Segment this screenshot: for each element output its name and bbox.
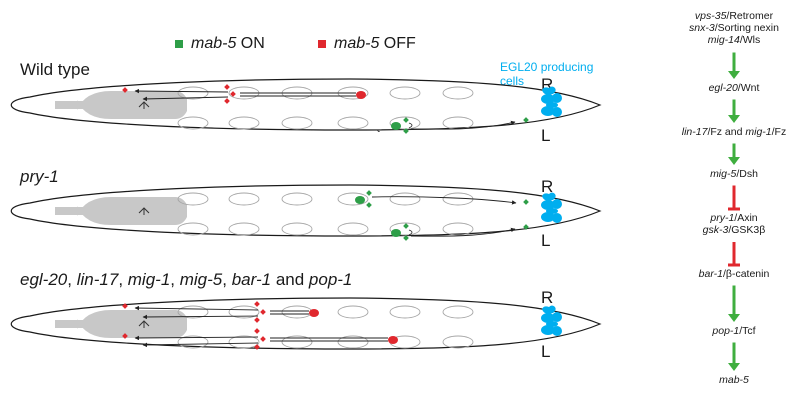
pathway-text: egl-20 xyxy=(708,82,738,94)
green-square-icon xyxy=(175,39,183,48)
red-square-icon xyxy=(318,39,326,48)
panel-title-part: lin-17 xyxy=(76,270,119,289)
egl20-label: EGL20 producing cells xyxy=(500,60,593,88)
pathway-text: mig-14 xyxy=(707,34,740,46)
panel-title-part: bar-1 xyxy=(231,270,272,289)
pathway-text: gsk-3 xyxy=(702,224,729,236)
worm-wild-type xyxy=(10,78,602,134)
pathway-text: /Retromer xyxy=(726,10,774,22)
pathway-line: egl-20/Wnt xyxy=(654,82,800,94)
panel-title-mutants: egl-20, lin-17, mig-1, mig-5, bar-1 and … xyxy=(20,270,352,290)
pathway-text: mig-1 xyxy=(745,126,772,138)
label-l-3: L xyxy=(541,342,551,361)
pathway-line: vps-35/Retromer xyxy=(654,10,800,22)
arrowhead-icon xyxy=(728,314,740,322)
panel-title-part: mig-1 xyxy=(127,270,171,289)
pathway-line: snx-3/Sorting nexin xyxy=(654,22,800,34)
pathway-line: mig-14/Wls xyxy=(654,34,800,46)
panel-title-pry-1: pry-1 xyxy=(20,167,59,186)
pathway-text: /Fz and xyxy=(707,126,746,138)
label-r-2: R xyxy=(541,177,554,196)
pathway-node: mig-5/Dsh xyxy=(654,168,800,180)
arrowhead-icon xyxy=(728,157,740,165)
legend-on-gene: mab-5 xyxy=(191,35,237,52)
worm-mutants xyxy=(10,297,602,350)
label-l-1: L xyxy=(541,126,551,145)
pathway-node: mab-5 xyxy=(654,374,800,386)
panel-title-part: , xyxy=(222,270,232,289)
egl20-label-line2: cells xyxy=(500,74,525,88)
label-r-3: R xyxy=(541,288,554,307)
panel-title-wild-type: Wild type xyxy=(20,60,90,79)
worm-pry-1 xyxy=(10,184,602,241)
pathway-node: bar-1/β-catenin xyxy=(654,268,800,280)
pathway-text: lin-17 xyxy=(681,126,708,138)
panel-title-part: mig-5 xyxy=(179,270,223,289)
pathway-line: pry-1/Axin xyxy=(654,212,800,224)
label-l-2: L xyxy=(541,231,551,250)
pathway-text: pry-1 xyxy=(710,212,735,224)
pathway-line: mig-5/Dsh xyxy=(654,168,800,180)
panel-title-part: and xyxy=(271,270,309,289)
pathway-text: /Axin xyxy=(734,212,758,224)
pathway-line: gsk-3/GSK3β xyxy=(654,224,800,236)
pathway-line: mab-5 xyxy=(654,374,800,386)
legend-off-state: OFF xyxy=(379,35,416,52)
panel-title-part: pop-1 xyxy=(308,270,353,289)
egl20-label-line1: EGL20 producing xyxy=(500,60,594,74)
pathway-text: pop-1 xyxy=(712,325,740,337)
pathway-text: mab-5 xyxy=(719,374,749,386)
pathway-node: pop-1/Tcf xyxy=(654,325,800,337)
pathway-line: pop-1/Tcf xyxy=(654,325,800,337)
pathway-text: /GSK3β xyxy=(728,224,766,236)
pathway-arrows xyxy=(728,52,740,371)
panel-title-part: , xyxy=(118,270,128,289)
pathway-text: bar-1 xyxy=(698,268,723,280)
arrowhead-icon xyxy=(728,363,740,371)
pathway-text: /Wls xyxy=(739,34,761,46)
pathway-text: /β-catenin xyxy=(723,268,770,280)
arrowhead-icon xyxy=(728,115,740,123)
pathway-text: snx-3 xyxy=(689,22,715,34)
arrowhead-icon xyxy=(728,71,740,79)
pathway-node: egl-20/Wnt xyxy=(654,82,800,94)
legend-off: mab-5 OFF xyxy=(318,35,416,53)
pathway-text: /Wnt xyxy=(737,82,760,94)
legend-off-gene: mab-5 xyxy=(334,35,380,52)
panel-title-part: , xyxy=(170,270,180,289)
legend-on-state: ON xyxy=(236,35,265,52)
pathway-line: lin-17/Fz and mig-1/Fz xyxy=(654,126,800,138)
pathway-text: /Dsh xyxy=(736,168,758,180)
pathway-node: lin-17/Fz and mig-1/Fz xyxy=(654,126,800,138)
pathway-text: /Sorting nexin xyxy=(714,22,779,34)
pathway-text: mig-5 xyxy=(710,168,737,180)
panel-title-part: , xyxy=(67,270,77,289)
legend-on: mab-5 ON xyxy=(175,35,265,53)
pathway-text: vps-35 xyxy=(694,10,727,22)
pathway-text: /Tcf xyxy=(739,325,756,337)
pathway-line: bar-1/β-catenin xyxy=(654,268,800,280)
pathway-text: /Fz xyxy=(771,126,787,138)
panel-title-part: egl-20 xyxy=(20,270,68,289)
